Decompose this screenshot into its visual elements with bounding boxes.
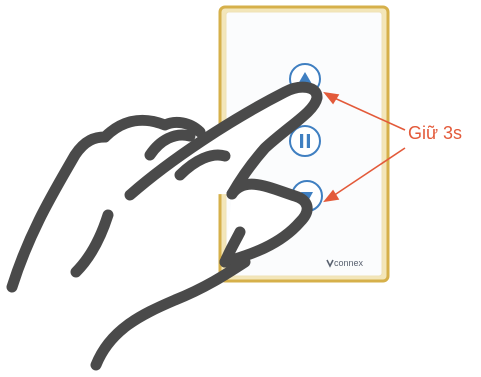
pause-icon xyxy=(300,134,310,148)
arrow-to-up-button xyxy=(329,95,406,131)
pause-button[interactable] xyxy=(289,125,321,157)
annotation-arrows xyxy=(323,91,406,203)
hand-illustration xyxy=(6,81,323,371)
arrow-to-down-button xyxy=(329,147,406,199)
arrowhead-icon xyxy=(323,91,340,105)
brand-logo: connex xyxy=(326,258,364,268)
svg-text:connex: connex xyxy=(334,258,364,268)
hold-3s-label: Giữ 3s xyxy=(408,123,463,143)
arrowhead-icon xyxy=(323,189,340,203)
triangle-up-icon xyxy=(298,72,312,84)
